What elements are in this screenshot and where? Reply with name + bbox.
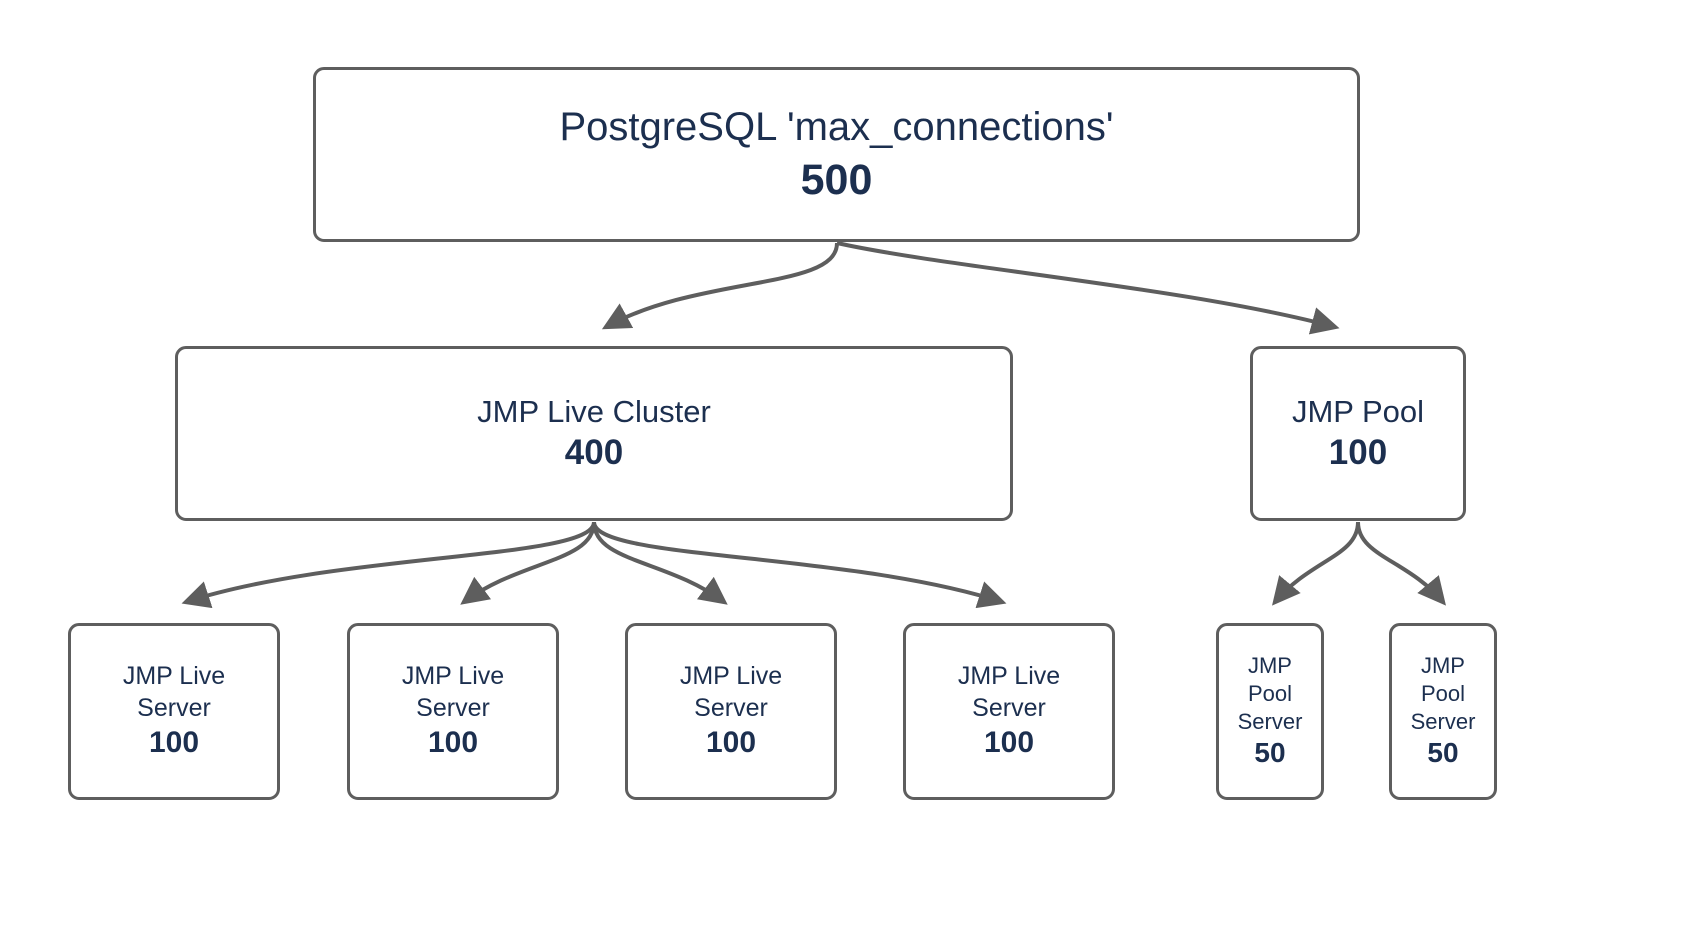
edge-pool-to-pool-server-2 bbox=[1356, 521, 1446, 606]
node-live-server-label: JMP Live Server bbox=[679, 662, 783, 722]
node-pool-server-value: 50 bbox=[1254, 737, 1286, 769]
node-live-server-value: 100 bbox=[983, 726, 1035, 760]
node-jmp-live-server[interactable]: JMP Live Server 100 bbox=[347, 623, 559, 800]
node-live-server-label: JMP Live Server bbox=[957, 662, 1061, 722]
edge-cluster-to-live-server-3 bbox=[592, 521, 728, 605]
node-live-server-value: 100 bbox=[148, 726, 200, 760]
node-jmp-pool-server[interactable]: JMP Pool Server 50 bbox=[1216, 623, 1324, 800]
node-jmp-live-server[interactable]: JMP Live Server 100 bbox=[68, 623, 280, 800]
node-live-server-value: 100 bbox=[427, 726, 479, 760]
node-live-server-label: JMP Live Server bbox=[401, 662, 505, 722]
node-pool-server-value: 50 bbox=[1427, 737, 1459, 769]
node-live-cluster-value: 400 bbox=[564, 432, 624, 472]
node-postgresql-max-connections[interactable]: PostgreSQL 'max_connections' 500 bbox=[313, 67, 1360, 242]
node-root-label: PostgreSQL 'max_connections' bbox=[559, 105, 1114, 150]
node-pool-server-label: JMP Pool Server bbox=[1410, 653, 1476, 734]
node-jmp-live-cluster[interactable]: JMP Live Cluster 400 bbox=[175, 346, 1013, 521]
node-jmp-live-server[interactable]: JMP Live Server 100 bbox=[625, 623, 837, 800]
edge-cluster-to-live-server-1 bbox=[181, 521, 596, 609]
node-live-server-label: JMP Live Server bbox=[122, 662, 226, 722]
node-live-server-value: 100 bbox=[705, 726, 757, 760]
edge-cluster-to-live-server-4 bbox=[592, 521, 1007, 609]
node-live-cluster-label: JMP Live Cluster bbox=[477, 393, 711, 429]
node-root-value: 500 bbox=[800, 155, 873, 204]
node-jmp-pool-server[interactable]: JMP Pool Server 50 bbox=[1389, 623, 1497, 800]
node-jmp-live-server[interactable]: JMP Live Server 100 bbox=[903, 623, 1115, 800]
edge-pool-to-pool-server-1 bbox=[1272, 521, 1360, 606]
edge-cluster-to-live-server-2 bbox=[460, 521, 596, 605]
edge-root-to-live-cluster bbox=[601, 242, 839, 330]
node-pool-server-label: JMP Pool Server bbox=[1237, 653, 1303, 734]
node-pool-value: 100 bbox=[1328, 432, 1388, 472]
node-pool-label: JMP Pool bbox=[1291, 393, 1425, 429]
node-jmp-pool[interactable]: JMP Pool 100 bbox=[1250, 346, 1466, 521]
edge-root-to-pool bbox=[836, 241, 1340, 335]
